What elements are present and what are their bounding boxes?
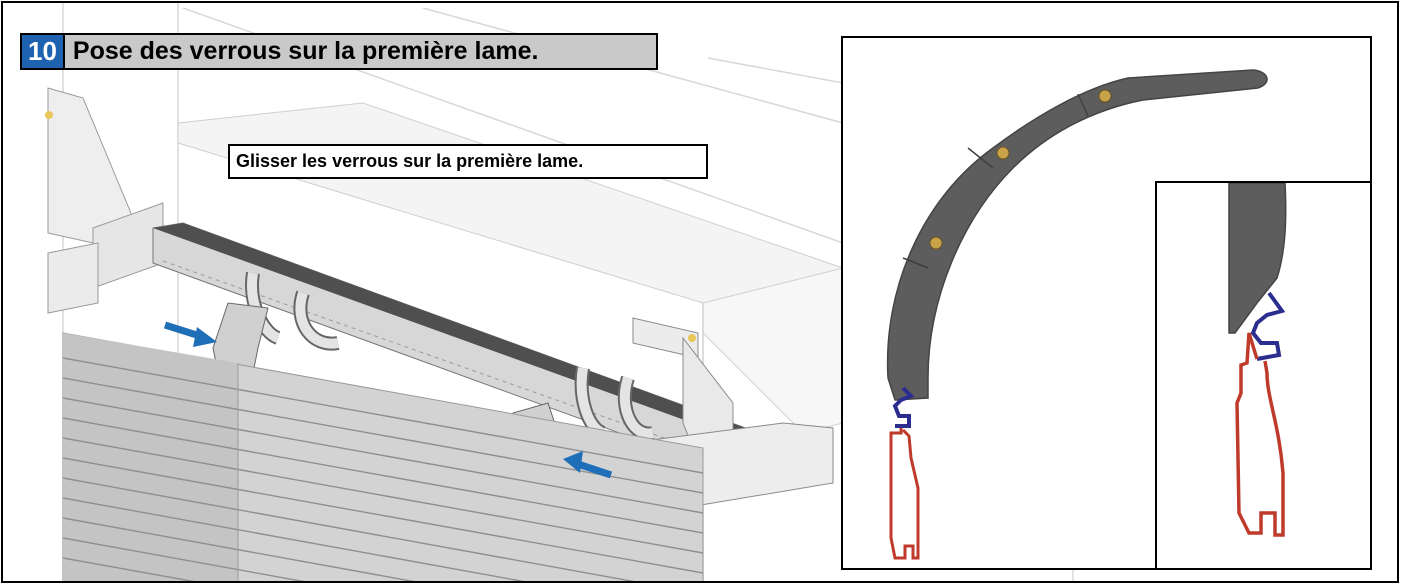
zoomed-lock-profile xyxy=(1228,182,1287,537)
installation-illustration xyxy=(45,3,1074,581)
arrow-right-icon xyxy=(163,321,217,347)
roller-tube xyxy=(152,222,774,479)
step-title: Pose des verrous sur la première lame. xyxy=(72,37,539,65)
arrow-left-icon xyxy=(563,451,613,479)
step-header: 10 Pose des verrous sur la première lame… xyxy=(20,33,658,70)
cross-section-diagram xyxy=(886,69,1268,560)
instruction-callout: Glisser les verrous sur la première lame… xyxy=(228,144,708,179)
step-number: 10 xyxy=(22,35,65,68)
zoom-panel xyxy=(1155,181,1372,570)
left-bracket xyxy=(45,87,164,314)
shutter-curtain xyxy=(62,332,704,581)
